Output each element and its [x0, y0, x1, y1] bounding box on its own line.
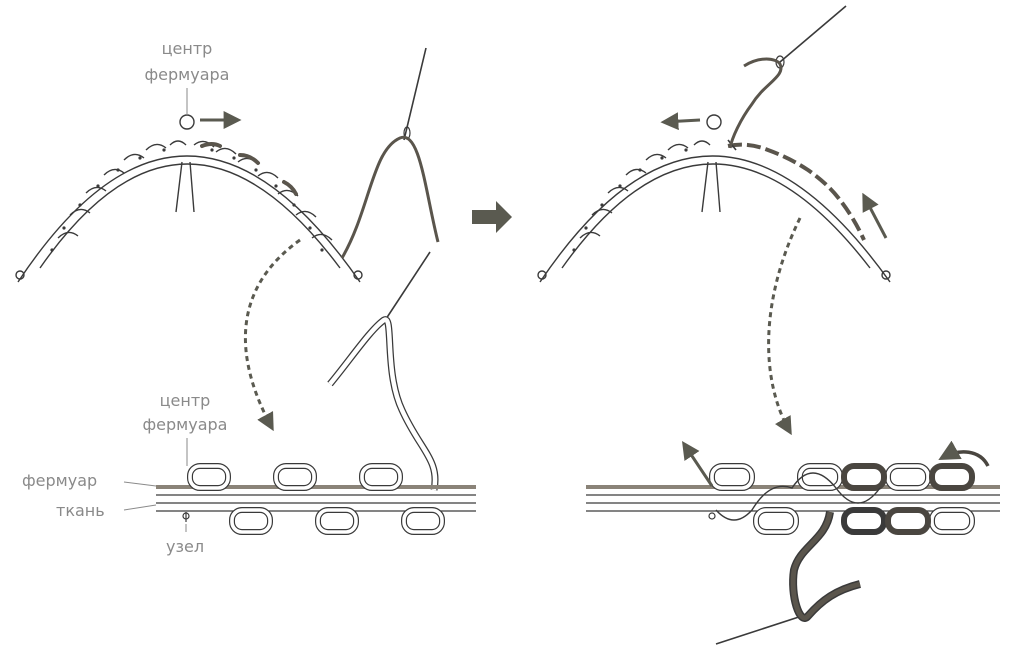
left-frame-holes [50, 148, 324, 252]
transition-arrow-icon [472, 201, 512, 233]
label-center-top-2: фермуара [145, 65, 230, 84]
needle-top-left [340, 47, 440, 259]
knot-icon [182, 512, 190, 520]
needle-bottom-right [715, 511, 862, 645]
label-knot: узел [166, 537, 204, 556]
label-frame: фермуар [22, 471, 97, 490]
left-cross-section [156, 463, 476, 535]
needle-top-right [728, 5, 847, 149]
right-frame-stitching [727, 142, 866, 241]
right-frame-holes [572, 148, 688, 252]
label-center-bottom-2: фермуара [143, 415, 228, 434]
direction-arrow-curve [938, 440, 990, 467]
knot-icon-right [708, 512, 716, 520]
label-center-bottom-1: центр [160, 391, 211, 410]
label-leaders [123, 88, 188, 532]
dashed-arrow-right [767, 217, 802, 436]
dashed-arrow-left [243, 238, 301, 432]
right-cross-section [586, 440, 1000, 535]
direction-arrow-up [862, 192, 888, 239]
right-purse-frame [537, 114, 891, 283]
direction-arrow-left [660, 112, 701, 131]
left-frame-stitches [200, 142, 298, 196]
label-fabric: ткань [56, 501, 105, 520]
needle-middle-left [327, 251, 439, 491]
direction-arrow-up-left [682, 441, 714, 487]
left-purse-frame [15, 114, 363, 283]
label-center-top-1: центр [162, 39, 213, 58]
